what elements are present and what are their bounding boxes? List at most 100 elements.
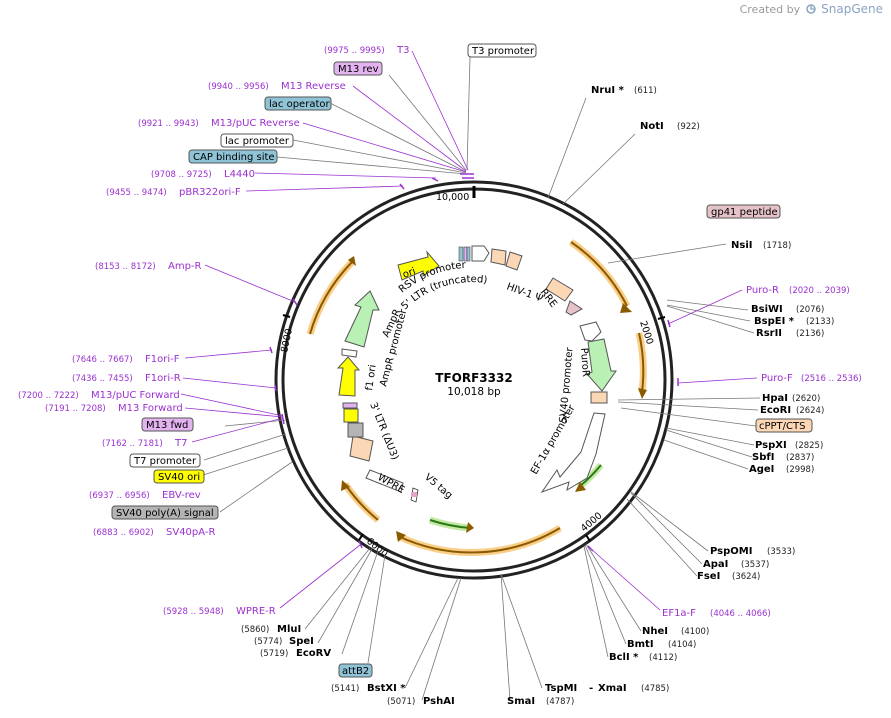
enzyme-tspmi-name: TspMI: [545, 683, 577, 694]
primer-ampr-r-name: Amp-R: [168, 261, 202, 272]
enzyme-ecorv-pos: (5719): [260, 649, 288, 659]
enzyme-bstxi-pos: (5141): [331, 684, 359, 694]
box-sv40-ori-text: SV40 ori: [158, 472, 200, 483]
box-lac-operator-text: lac operator: [269, 99, 330, 110]
feature-label-ori: ori: [401, 266, 417, 281]
primer-m13puc-rev-pos: (9921 .. 9943): [138, 119, 199, 129]
box-cppt: cPPT/CTS: [755, 418, 813, 433]
plasmid-size: 10,018 bp: [447, 386, 501, 398]
enzyme-tspmi-sep: -: [589, 683, 593, 694]
enzyme-xmai-name: XmaI: [598, 683, 627, 694]
enzyme-apai-name: ApaI: [703, 559, 728, 570]
box-attb2-text: attB2: [342, 666, 369, 677]
snapgene-logo-icon: [805, 4, 816, 14]
box-gp41-text: gp41 peptide: [711, 207, 778, 218]
box-t3-promoter-text: T3 promoter: [471, 46, 535, 57]
primer-sv40pa-r-name: SV40pA-R: [166, 527, 215, 538]
enzyme-rsrii-name: RsrII: [756, 328, 782, 339]
primer-labels: (9975 .. 9995) T3 (9940 .. 9956) M13 Rev…: [18, 45, 862, 619]
enzyme-bcli-name: BclI *: [609, 652, 639, 663]
box-m13-fwd-text: M13 fwd: [146, 420, 188, 431]
box-m13-rev: M13 rev: [333, 61, 383, 76]
enzyme-bstxi-name: BstXI *: [367, 683, 406, 694]
enzyme-pspomi-pos: (3533): [767, 547, 795, 557]
enzyme-nrui-pos: (611): [634, 86, 657, 96]
primer-wpre-r-pos: (5928 .. 5948): [163, 607, 224, 617]
enzyme-bmti-name: BmtI: [627, 639, 654, 650]
enzyme-sbfi-pos: (2837): [786, 453, 814, 463]
primer-ebv-rev-name: EBV-rev: [162, 490, 201, 501]
primer-t7-pos: (7162 .. 7181): [102, 439, 163, 449]
primer-wpre-r-name: WPRE-R: [236, 606, 276, 617]
enzyme-noti-name: NotI: [640, 121, 664, 132]
feature-label-ltr3: 3' LTR (ΔU3): [367, 401, 400, 462]
box-lac-operator: lac operator: [264, 96, 332, 111]
enzyme-pspxi-pos: (2825): [795, 441, 823, 451]
plasmid-name: TFORF3332: [435, 371, 512, 385]
box-lac-promoter-text: lac promoter: [225, 136, 290, 147]
inner-features: [336, 245, 617, 503]
enzyme-nsii-name: NsiI: [731, 240, 752, 251]
enzyme-spei-pos: (5774): [254, 637, 282, 647]
tick-4000: [585, 534, 591, 542]
tick-label-10000: 10,000: [436, 192, 469, 203]
primer-t3-name: T3: [396, 45, 409, 56]
enzyme-labels: NruI * (611) NotI (922) NsiI (1718) BsiW…: [241, 85, 834, 707]
primer-puro-r-pos: (2020 .. 2039): [789, 286, 850, 296]
enzyme-ecorv-name: EcoRV: [296, 648, 331, 659]
primer-m13rev-name: M13 Reverse: [281, 81, 346, 92]
enzyme-ecori-pos: (2624): [796, 406, 824, 416]
box-sv40-polya-text: SV40 poly(A) signal: [116, 508, 214, 519]
box-cppt-text: cPPT/CTS: [759, 421, 805, 432]
enzyme-bsiwi-name: BsiWI: [751, 304, 783, 315]
primer-f1ori-r-pos: (7436 .. 7455): [72, 374, 133, 384]
primer-pbr322-pos: (9455 .. 9474): [106, 188, 167, 198]
primer-l4440-name: L4440: [224, 169, 255, 180]
enzyme-mlui-pos: (5860): [241, 625, 269, 635]
primer-m13puc-rev-name: M13/pUC Reverse: [211, 118, 300, 129]
enzyme-smai-pos: (4787): [546, 697, 574, 707]
primer-ampr-r-pos: (8153 .. 8172): [95, 262, 156, 272]
enzyme-pshai-name: PshAI: [423, 696, 455, 707]
primer-m13fwd-name: M13 Forward: [118, 403, 183, 414]
primer-pbr322-name: pBR322ori-F: [179, 187, 241, 198]
brand-created-by: Created by: [739, 3, 801, 16]
primer-m13fwd-pos: (7191 .. 7208): [45, 404, 106, 414]
brand-watermark: Created by SnapGene: [740, 2, 883, 16]
enzyme-apai-pos: (3537): [741, 560, 769, 570]
box-m13-fwd: M13 fwd: [141, 417, 194, 432]
enzyme-bspei-name: BspEI *: [754, 316, 795, 327]
orf-arrowheads: [341, 256, 647, 542]
feature-label-wpre: WPRE: [376, 472, 407, 496]
box-attb2: attB2: [338, 663, 373, 678]
enzyme-hpai-pos: (2620): [792, 394, 820, 404]
enzyme-pspxi-name: PspXI: [755, 440, 787, 451]
box-lac-promoter: lac promoter: [220, 133, 294, 148]
enzyme-smai-name: SmaI: [507, 696, 535, 707]
enzyme-rsrii-pos: (2136): [796, 329, 824, 339]
tick-8000: [282, 314, 291, 318]
primer-l4440-pos: (9708 .. 9725): [151, 170, 212, 180]
enzyme-bcli-pos: (4112): [649, 653, 677, 663]
enzyme-pspomi-name: PspOMI: [710, 546, 752, 557]
enzyme-noti-pos: (922): [677, 122, 700, 132]
enzyme-nhei-pos: (4100): [681, 627, 709, 637]
primer-t3-pos: (9975 .. 9995): [324, 46, 385, 56]
primer-lines: [180, 50, 758, 611]
enzyme-spei-name: SpeI: [289, 636, 314, 647]
box-sv40-ori: SV40 ori: [153, 469, 205, 484]
enzyme-bspei-pos: (2133): [806, 317, 834, 327]
brand-name: SnapGene: [821, 2, 883, 16]
feature-label-f1-ori: f1 ori: [364, 364, 379, 391]
primer-ef1a-f-name: EF1a-F: [662, 608, 696, 619]
enzyme-agei-pos: (2998): [786, 465, 814, 475]
box-cap-site: CAP binding site: [188, 149, 278, 164]
leader-lines: [199, 56, 761, 701]
backbone-outer-ring: [274, 180, 674, 580]
box-cap-site-text: CAP binding site: [193, 152, 275, 163]
enzyme-bsiwi-pos: (2076): [796, 305, 824, 315]
box-t7-promoter-text: T7 promoter: [133, 456, 197, 467]
enzyme-xmai-pos: (4785): [641, 684, 669, 694]
box-sv40-polya: SV40 poly(A) signal: [111, 505, 219, 520]
